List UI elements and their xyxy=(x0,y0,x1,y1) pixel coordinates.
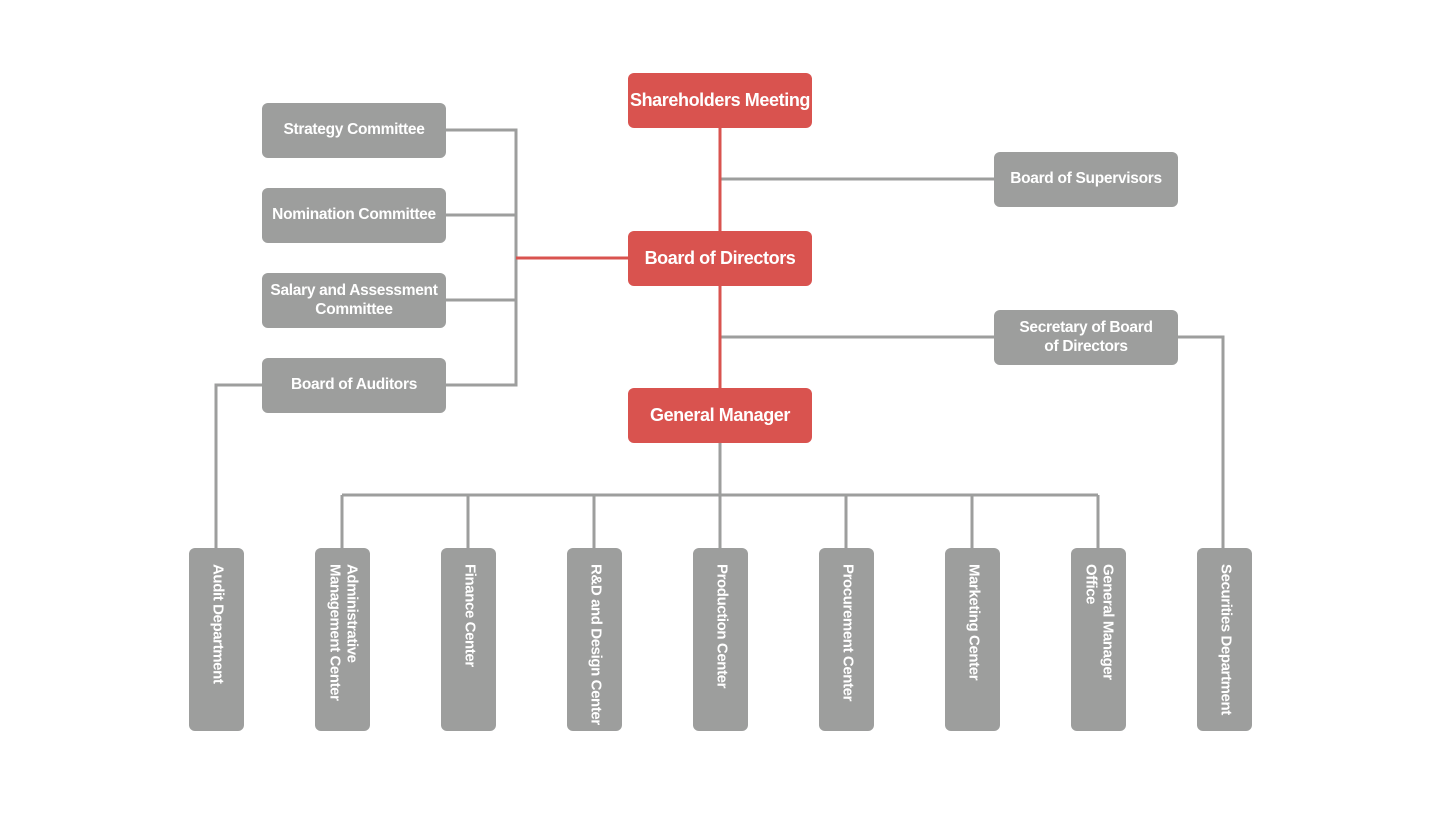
procurement-center-box: Procurement Center xyxy=(819,548,874,731)
dept-label: Procurement Center xyxy=(838,564,856,702)
rd-design-center-box: R&D and Design Center xyxy=(567,548,622,731)
salary-committee-label-line1: Salary and Assessment xyxy=(270,281,438,299)
production-center-box: Production Center xyxy=(693,548,748,731)
secretary-of-board-box: Secretary of Board of Directors xyxy=(994,310,1178,365)
general-manager-label: General Manager xyxy=(649,404,791,425)
board-of-directors-label: Board of Directors xyxy=(644,247,796,268)
dept-label-line1: General Manager xyxy=(1099,564,1116,680)
dept-label: Securities Department xyxy=(1216,564,1234,715)
shareholders-meeting-label: Shareholders Meeting xyxy=(629,89,811,110)
board-of-supervisors-box: Board of Supervisors xyxy=(994,152,1178,207)
dept-label: Production Center xyxy=(712,564,730,689)
dept-label: Finance Center xyxy=(460,564,478,667)
dept-label-line2: Office xyxy=(1082,564,1100,605)
securities-department-box: Securities Department xyxy=(1197,548,1252,731)
nomination-committee-box: Nomination Committee xyxy=(262,188,446,243)
salary-assessment-committee-box: Salary and Assessment Committee xyxy=(262,273,446,328)
general-manager-box: General Manager xyxy=(628,388,812,443)
general-manager-office-box: General Manager Office xyxy=(1071,548,1126,731)
dept-label-line2: Management Center xyxy=(326,564,344,701)
dept-label: Audit Department xyxy=(208,564,226,684)
strategy-committee-box: Strategy Committee xyxy=(262,103,446,158)
audit-connector xyxy=(214,383,263,549)
securities-connector xyxy=(1177,335,1225,549)
dept-label: R&D and Design Center xyxy=(586,564,604,725)
audit-department-box: Audit Department xyxy=(189,548,244,731)
board-of-auditors-label: Board of Auditors xyxy=(290,376,418,394)
dept-label-line1: Administrative xyxy=(343,564,360,663)
finance-center-box: Finance Center xyxy=(441,548,496,731)
strategy-committee-label: Strategy Committee xyxy=(283,121,425,139)
board-of-directors-box: Board of Directors xyxy=(628,231,812,286)
nomination-committee-label: Nomination Committee xyxy=(272,206,436,224)
shareholders-meeting-box: Shareholders Meeting xyxy=(628,73,812,128)
committee-bracket-line xyxy=(445,128,518,387)
marketing-center-box: Marketing Center xyxy=(945,548,1000,731)
dept-label: Marketing Center xyxy=(964,564,982,681)
board-of-supervisors-label: Board of Supervisors xyxy=(1010,170,1162,188)
board-of-auditors-box: Board of Auditors xyxy=(262,358,446,413)
secretary-label-line2: of Directors xyxy=(1044,337,1128,355)
salary-committee-label-line2: Committee xyxy=(315,300,393,318)
administrative-management-center-box: Administrative Management Center xyxy=(315,548,370,731)
secretary-label-line1: Secretary of Board xyxy=(1019,318,1153,336)
